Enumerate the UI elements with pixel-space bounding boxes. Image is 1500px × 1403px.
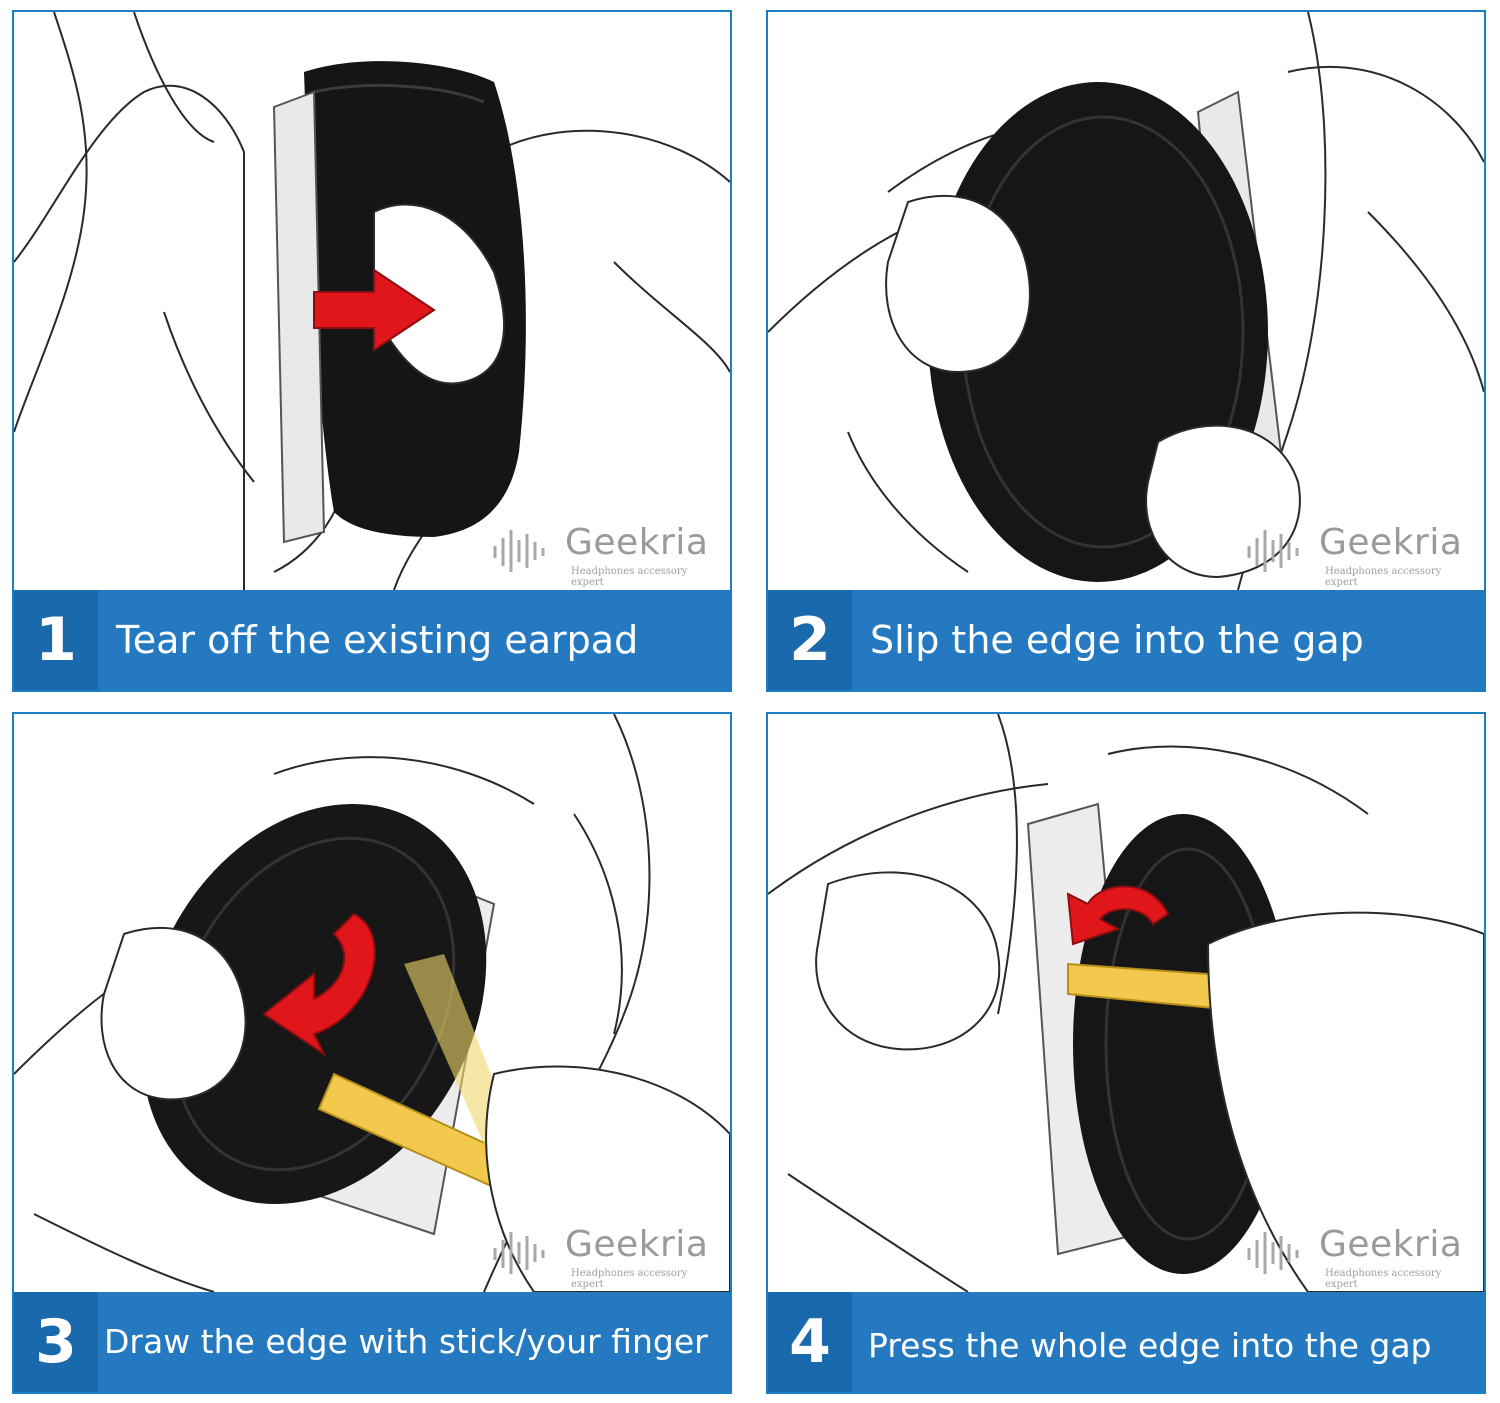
step-caption: Slip the edge into the gap — [870, 618, 1364, 662]
brand-name: Geekria — [565, 522, 709, 563]
soundwave-logo-icon — [493, 1232, 545, 1274]
step-4-illustration — [768, 714, 1484, 1292]
brand-watermark: Geekria Headphones accessory expert — [1245, 522, 1470, 588]
brand-tagline: Headphones accessory expert — [571, 1268, 688, 1290]
step-number: 1 — [35, 605, 77, 675]
step-2-illustration — [768, 12, 1484, 590]
brand-name: Geekria — [1319, 1224, 1463, 1265]
step-number: 4 — [789, 1307, 831, 1377]
curved-red-arrow — [1066, 885, 1170, 946]
step-number-box: 2 — [768, 590, 852, 690]
brand-name: Geekria — [565, 1224, 709, 1265]
step-1-illustration — [14, 12, 730, 590]
step-4-caption-bar: 4 Press the whole edge into the gap — [768, 1292, 1484, 1392]
soundwave-logo-icon — [1247, 1232, 1299, 1274]
step-number: 2 — [789, 605, 831, 675]
step-3-illustration — [14, 714, 730, 1292]
step-panel-4: Geekria Headphones accessory expert 4 Pr… — [766, 712, 1486, 1394]
step-number-box: 1 — [14, 590, 98, 690]
new-earpad — [1073, 814, 1293, 1274]
step-number-box: 4 — [768, 1292, 852, 1392]
brand-watermark: Geekria Headphones accessory expert — [1245, 1224, 1470, 1290]
curved-red-arrow — [262, 912, 376, 1057]
step-number-box: 3 — [14, 1292, 98, 1392]
step-3-caption-bar: 3 Draw the edge with stick/your finger — [14, 1292, 730, 1392]
step-caption: Press the whole edge into the gap — [868, 1326, 1432, 1365]
step-panel-2: Geekria Headphones accessory expert 2 Sl… — [766, 10, 1486, 692]
thumb — [1145, 424, 1301, 579]
step-panel-1: Geekria Headphones accessory expert 1 Te… — [12, 10, 732, 692]
brand-name: Geekria — [1319, 522, 1463, 563]
step-number: 3 — [35, 1307, 77, 1377]
soundwave-logo-icon — [1247, 530, 1299, 572]
step-caption: Draw the edge with stick/your finger — [104, 1322, 708, 1361]
soundwave-logo-icon — [493, 530, 545, 572]
step-1-caption-bar: 1 Tear off the existing earpad — [14, 590, 730, 690]
step-caption: Tear off the existing earpad — [116, 618, 639, 662]
brand-watermark: Geekria Headphones accessory expert — [491, 1224, 716, 1290]
fingers — [100, 926, 247, 1101]
step-2-caption-bar: 2 Slip the edge into the gap — [768, 590, 1484, 690]
fingers-left — [815, 871, 1001, 1051]
red-arrow — [313, 268, 436, 352]
hand-right — [1206, 911, 1484, 1292]
brand-tagline: Headphones accessory expert — [571, 566, 688, 588]
brand-tagline: Headphones accessory expert — [1325, 1268, 1442, 1290]
step-panel-3: Geekria Headphones accessory expert 3 Dr… — [12, 712, 732, 1394]
hand-right — [485, 1065, 730, 1292]
fingers — [885, 194, 1031, 374]
brand-watermark: Geekria Headphones accessory expert — [491, 522, 716, 588]
thumb — [373, 203, 505, 385]
brand-tagline: Headphones accessory expert — [1325, 566, 1442, 588]
